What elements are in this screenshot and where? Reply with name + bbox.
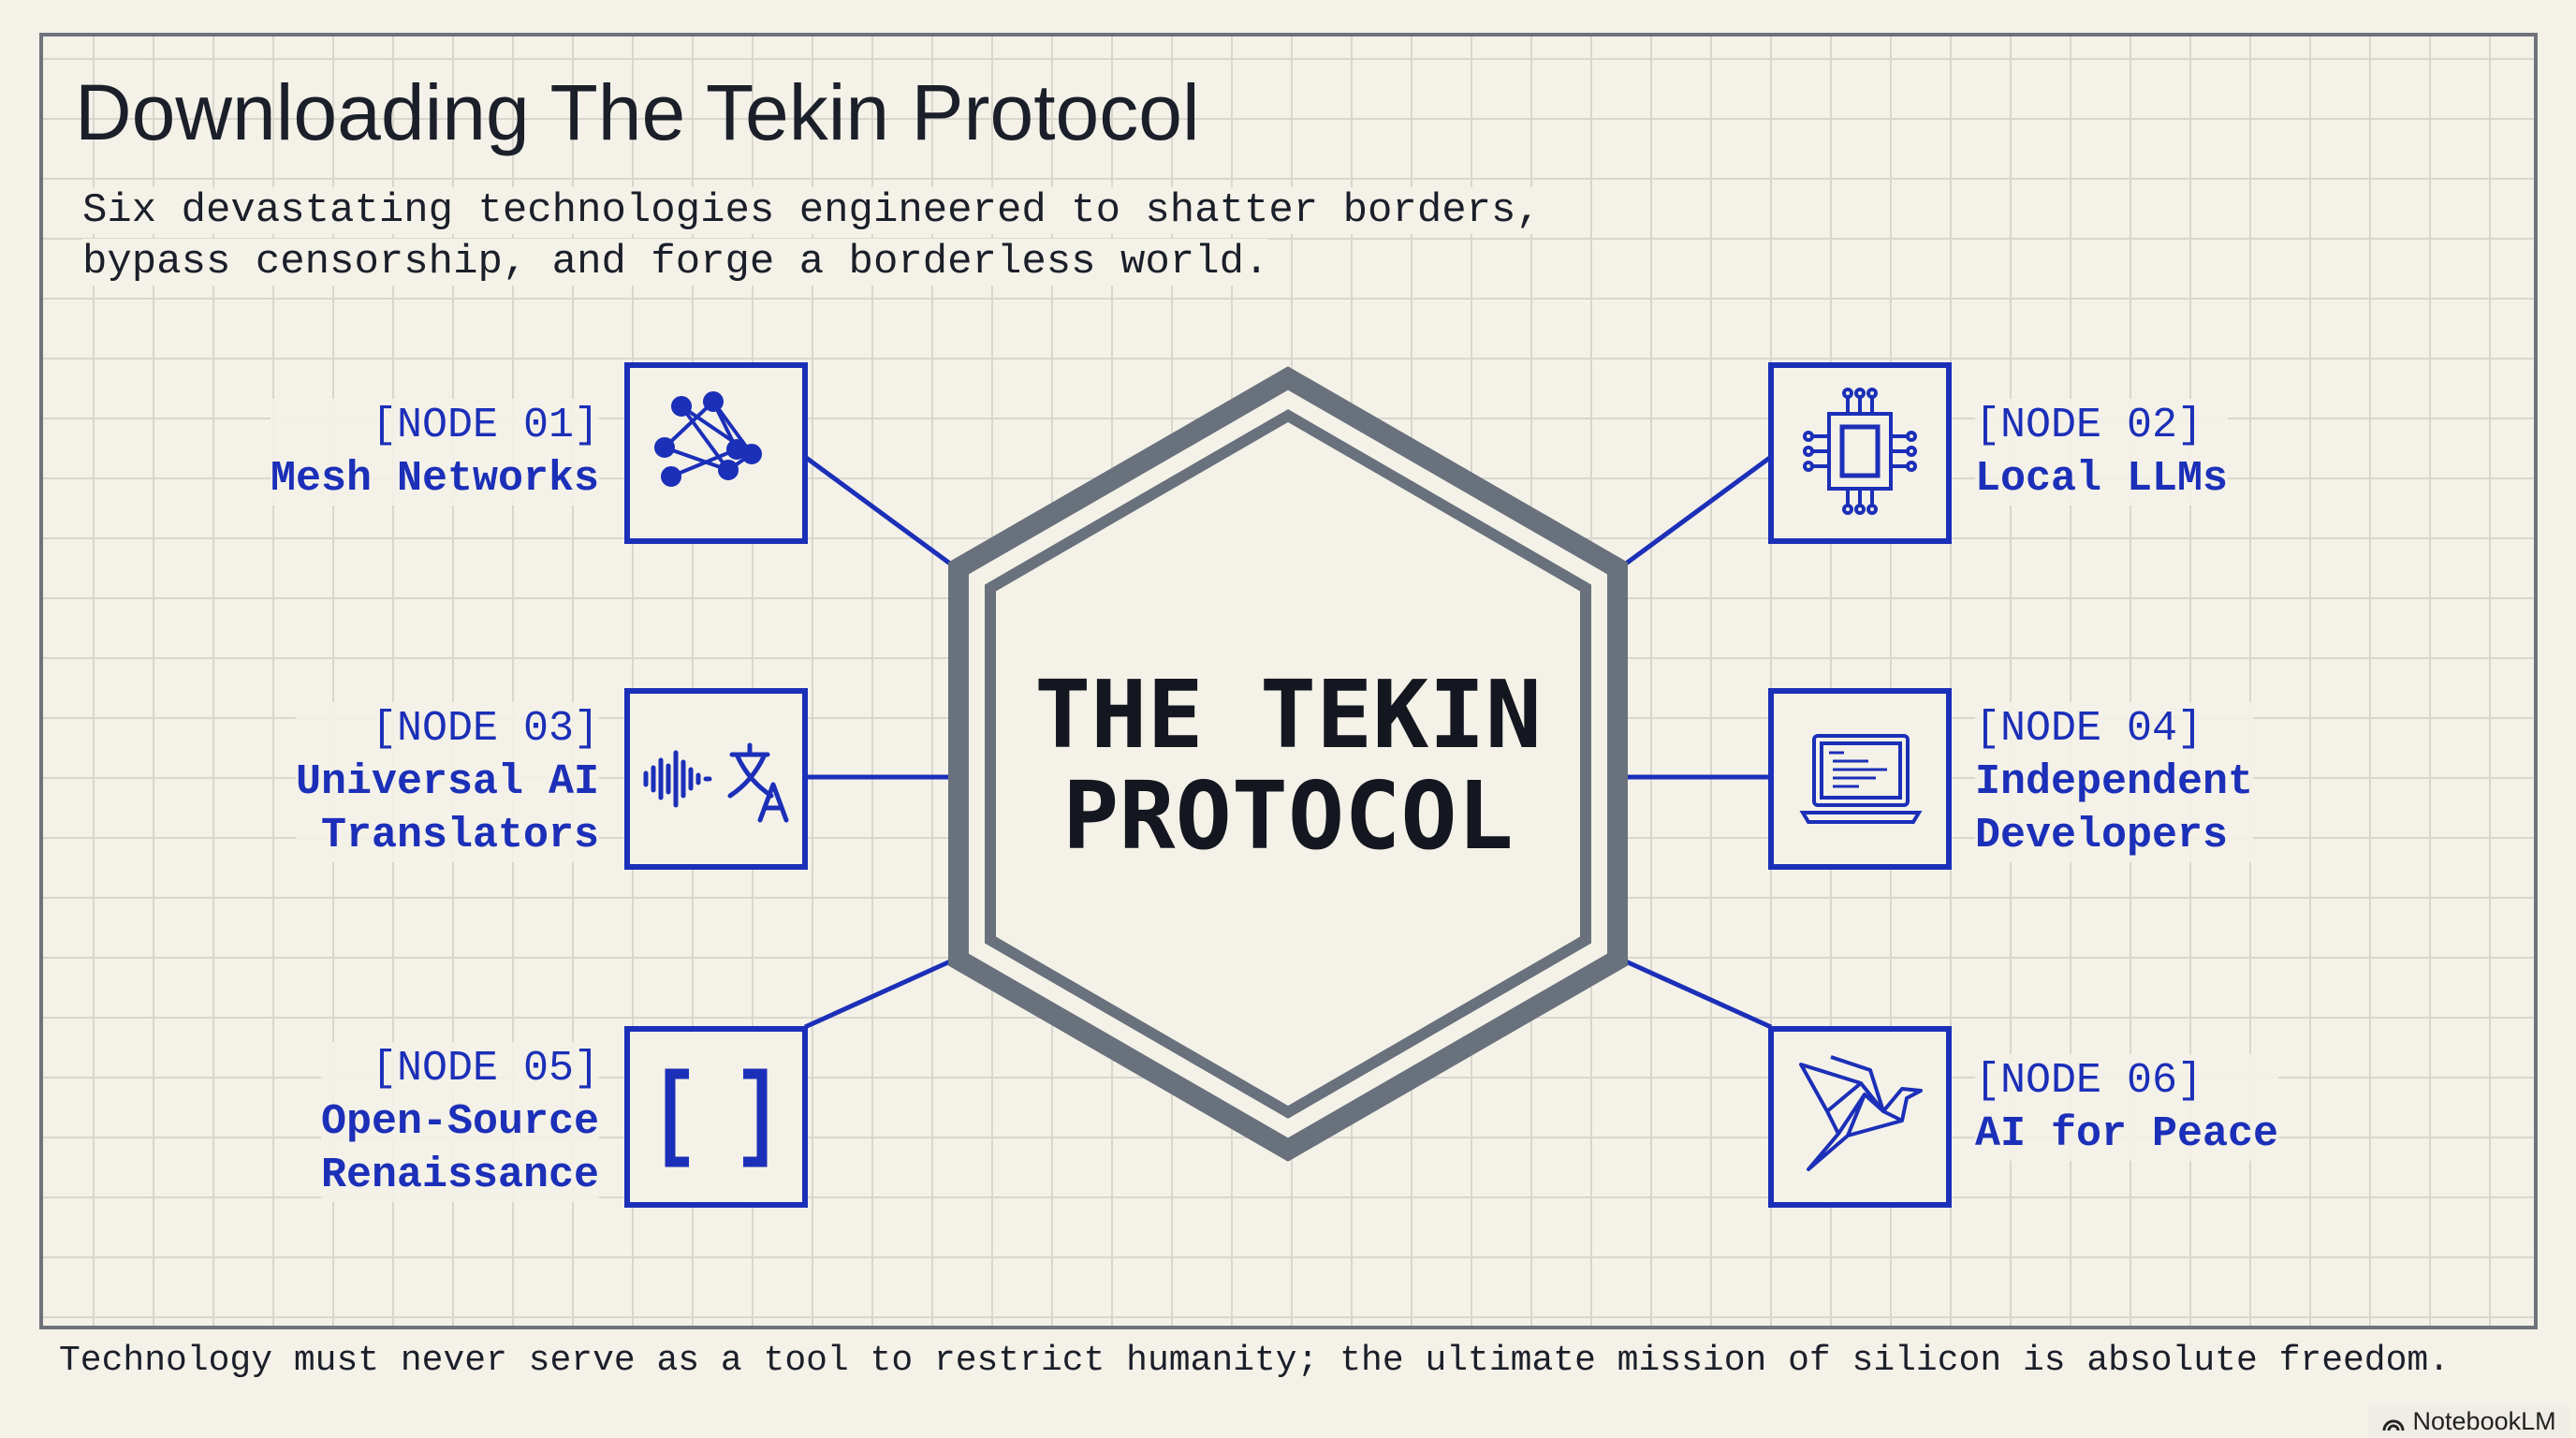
- node-04-tag: [NODE 04]: [1975, 705, 2203, 753]
- watermark-text: NotebookLM: [2412, 1407, 2556, 1435]
- mesh-network-icon: [654, 391, 762, 487]
- footer-bar: [39, 1326, 2538, 1404]
- brackets-icon: [665, 1068, 768, 1167]
- node-03-box: [624, 688, 808, 870]
- node-04-name-line-1: Independent: [1975, 758, 2254, 806]
- connector-node-02: [1624, 454, 1773, 566]
- node-02-tag: [NODE 02]: [1975, 402, 2203, 449]
- center-title: THE TEKIN PROTOCOL: [948, 665, 1628, 867]
- notebooklm-watermark: NotebookLM: [2368, 1405, 2569, 1437]
- chip-icon: [1803, 388, 1917, 515]
- center-title-line-1: THE TEKIN: [1034, 660, 1542, 770]
- node-03-name-line-2: Translators: [320, 812, 599, 859]
- node-06-name: AI for Peace: [1975, 1110, 2279, 1158]
- node-05-label: [NODE 05] Open-Source Renaissance: [320, 1042, 599, 1202]
- node-03-tag: [NODE 03]: [371, 705, 599, 753]
- node-06-tag: [NODE 06]: [1975, 1057, 2203, 1105]
- subtitle-line-2: bypass censorship, and forge a borderles…: [82, 239, 1269, 286]
- origami-dove-icon: [1799, 1055, 1923, 1171]
- node-03-label: [NODE 03] Universal AI Translators: [295, 702, 599, 862]
- node-01-label: [NODE 01] Mesh Networks: [270, 399, 599, 506]
- node-01-name: Mesh Networks: [270, 455, 599, 503]
- node-04-name-line-2: Developers: [1975, 812, 2229, 859]
- laptop-code-icon: [1799, 734, 1923, 824]
- footer-text: Technology must never serve as a tool to…: [59, 1341, 2451, 1381]
- node-06-label: [NODE 06] AI for Peace: [1975, 1054, 2279, 1161]
- node-04-label: [NODE 04] Independent Developers: [1975, 702, 2254, 862]
- node-05-name-line-2: Renaissance: [320, 1152, 599, 1199]
- central-hexagon: [948, 366, 1628, 1162]
- node-05-tag: [NODE 05]: [371, 1045, 599, 1093]
- node-05-box: [624, 1026, 808, 1208]
- node-01-tag: [NODE 01]: [371, 402, 599, 449]
- node-06-box: [1768, 1026, 1952, 1208]
- connector-node-06: [1624, 959, 1773, 1030]
- node-03-name-line-1: Universal AI: [295, 758, 599, 806]
- connector-node-05: [803, 959, 952, 1030]
- node-05-name-line-1: Open-Source: [320, 1098, 599, 1146]
- center-title-line-2: PROTOCOL: [1062, 761, 1514, 871]
- translate-icon: [643, 742, 789, 823]
- page-title: Downloading The Tekin Protocol: [75, 68, 1200, 156]
- connector-node-01: [803, 454, 952, 566]
- subtitle-line-1: Six devastating technologies engineered …: [82, 187, 1541, 234]
- node-02-label: [NODE 02] Local LLMs: [1975, 399, 2229, 506]
- notebooklm-logo-icon: [2382, 1419, 2405, 1431]
- node-02-name: Local LLMs: [1975, 455, 2229, 503]
